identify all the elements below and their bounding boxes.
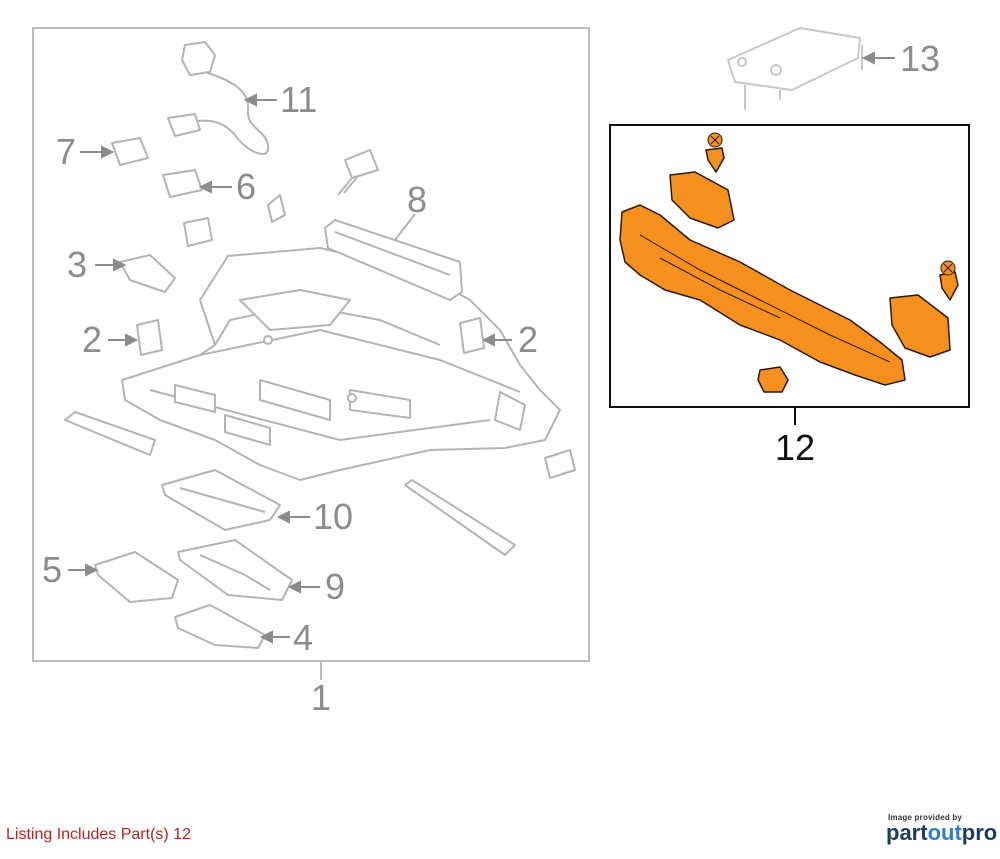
callout-9: 9	[325, 566, 345, 607]
brand-part: part	[886, 820, 928, 845]
callout-12: 12	[775, 427, 815, 468]
callout-6: 6	[236, 166, 256, 207]
part-13	[727, 27, 863, 110]
provider-brand: partoutpro	[886, 820, 998, 845]
assembly-1-frame	[32, 27, 590, 662]
callout-3: 3	[67, 244, 87, 285]
callout-8: 8	[407, 179, 427, 220]
part-12-highlight	[619, 147, 959, 393]
callout-2a: 2	[82, 319, 102, 360]
callout-4: 4	[293, 617, 313, 658]
callout-5: 5	[42, 549, 62, 590]
leader-8	[394, 213, 416, 241]
small-parts	[64, 41, 576, 649]
callout-1: 1	[311, 677, 331, 718]
console-housing	[121, 247, 561, 481]
callout-2b: 2	[518, 319, 538, 360]
part-8	[324, 219, 463, 301]
provider-logo: Image provided by partoutpro	[886, 813, 998, 845]
brand-out: out	[927, 820, 962, 845]
part-12-frame	[609, 124, 970, 408]
listing-note: Listing Includes Part(s) 12	[6, 826, 191, 843]
callout-10: 10	[313, 496, 353, 537]
callout-11: 11	[280, 79, 317, 120]
callout-7: 7	[56, 131, 76, 172]
provider-caption: Image provided by	[888, 813, 963, 822]
callout-13: 13	[900, 38, 940, 79]
arrow-leaders	[68, 93, 512, 644]
leader-13	[861, 51, 895, 65]
brand-pro: pro	[961, 820, 998, 845]
part-12-detail-lines	[639, 132, 956, 363]
